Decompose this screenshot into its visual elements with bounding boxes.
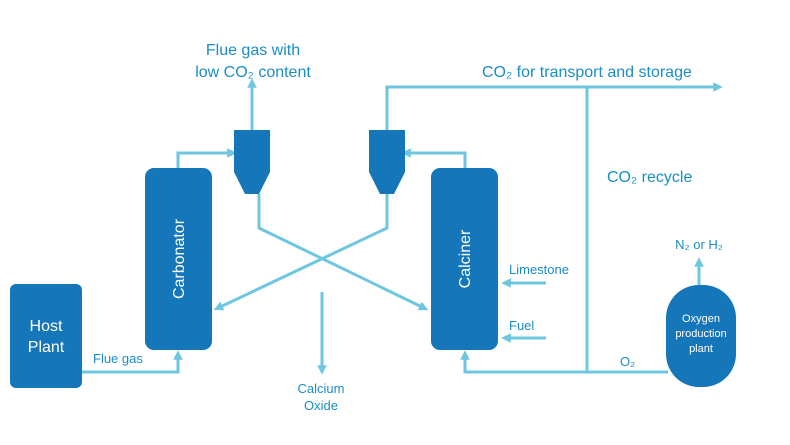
units: Host Plant Carbonator Calciner Oxygen pr…	[10, 130, 736, 388]
n2-h2-label: N₂ or H₂	[675, 237, 723, 252]
host-plant-box	[10, 284, 82, 388]
flow-lines	[82, 78, 723, 375]
limestone-label: Limestone	[509, 262, 569, 277]
carbonator-label: Carbonator	[171, 218, 188, 299]
oxygen-plant-label-line-1: Oxygen	[682, 313, 720, 325]
o2-line	[460, 350, 668, 374]
co2-transport-label: CO₂ for transport and storage	[482, 64, 692, 81]
calcium-oxide-label-line-2: Oxide	[304, 398, 338, 413]
fuel-label: Fuel	[509, 318, 534, 333]
flue-gas-out-label-line-1: Flue gas with	[206, 42, 300, 59]
carbonator-column	[145, 168, 212, 350]
calciner-column	[431, 168, 498, 350]
host-plant-label-line-1: Host	[30, 318, 63, 335]
oxygen-plant-label-line-3: plant	[689, 343, 713, 355]
left-cyclone	[234, 130, 270, 194]
flue-gas-out-label-line-2: low CO₂ content	[195, 64, 311, 81]
cross-line-to-calciner	[257, 194, 429, 311]
calcium-oxide-label-line-1: Calcium	[298, 381, 345, 396]
flue-gas-in-line	[82, 350, 183, 374]
flue-gas-in-label: Flue gas	[93, 351, 143, 366]
co2-recycle-label: CO₂ recycle	[607, 169, 692, 186]
oxygen-plant-label-line-2: production	[675, 328, 726, 340]
calciner-to-cyclone-line	[401, 148, 467, 168]
carbonator-to-cyclone-line	[176, 148, 237, 168]
oxygen-plant-vessel	[666, 285, 736, 387]
co2-transport-line	[385, 82, 723, 130]
calciner-label: Calciner	[457, 229, 474, 288]
host-plant-label-line-2: Plant	[28, 339, 65, 356]
flow-labels: Flue gas with low CO₂ content CO₂ for tr…	[93, 42, 723, 413]
o2-label: O₂	[620, 354, 635, 369]
right-cyclone	[369, 130, 405, 194]
cross-line-to-carbonator	[213, 194, 389, 311]
